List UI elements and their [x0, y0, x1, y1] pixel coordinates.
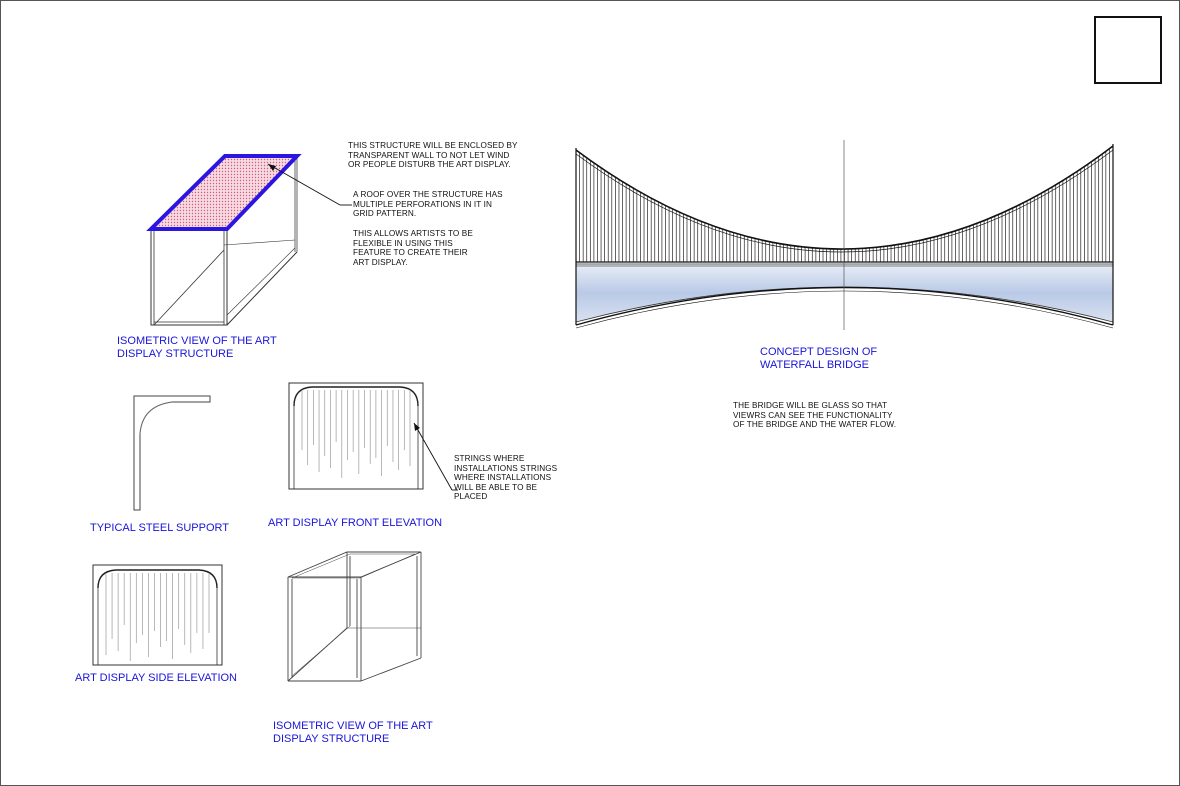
side-elevation-drawing — [92, 564, 223, 666]
steel-support-drawing — [133, 395, 211, 511]
label-front-elevation: ART DISPLAY FRONT ELEVATION — [268, 517, 443, 529]
title-block-box — [1094, 16, 1162, 84]
label-side-elevation: ART DISPLAY SIDE ELEVATION — [75, 672, 238, 684]
note-enclosure: THIS STRUCTURE WILL BE ENCLOSED BY TRANS… — [348, 141, 518, 170]
label-isometric-view-2: ISOMETRIC VIEW OF THE ART DISPLAY STRUCT… — [273, 720, 433, 745]
label-bridge: CONCEPT DESIGN OF WATERFALL BRIDGE — [760, 346, 878, 371]
roof-leader-line — [267, 163, 352, 206]
waterfall-bridge-drawing — [575, 140, 1114, 330]
label-isometric-view-1: ISOMETRIC VIEW OF THE ART DISPLAY STRUCT… — [117, 335, 277, 360]
front-elevation-drawing — [288, 382, 424, 490]
note-strings: STRINGS WHERE INSTALLATIONS STRINGS WHER… — [454, 454, 558, 502]
note-bridge-glass: THE BRIDGE WILL BE GLASS SO THAT VIEWRS … — [733, 401, 897, 430]
strings-leader-line — [413, 422, 458, 491]
note-artists-flexible: THIS ALLOWS ARTISTS TO BE FLEXIBLE IN US… — [353, 229, 473, 267]
label-typical-steel-support: TYPICAL STEEL SUPPORT — [90, 522, 229, 534]
isometric-art-display-frame — [287, 551, 422, 682]
isometric-art-display-with-roof — [146, 154, 302, 326]
note-roof-perforations: A ROOF OVER THE STRUCTURE HAS MULTIPLE P… — [353, 190, 503, 219]
